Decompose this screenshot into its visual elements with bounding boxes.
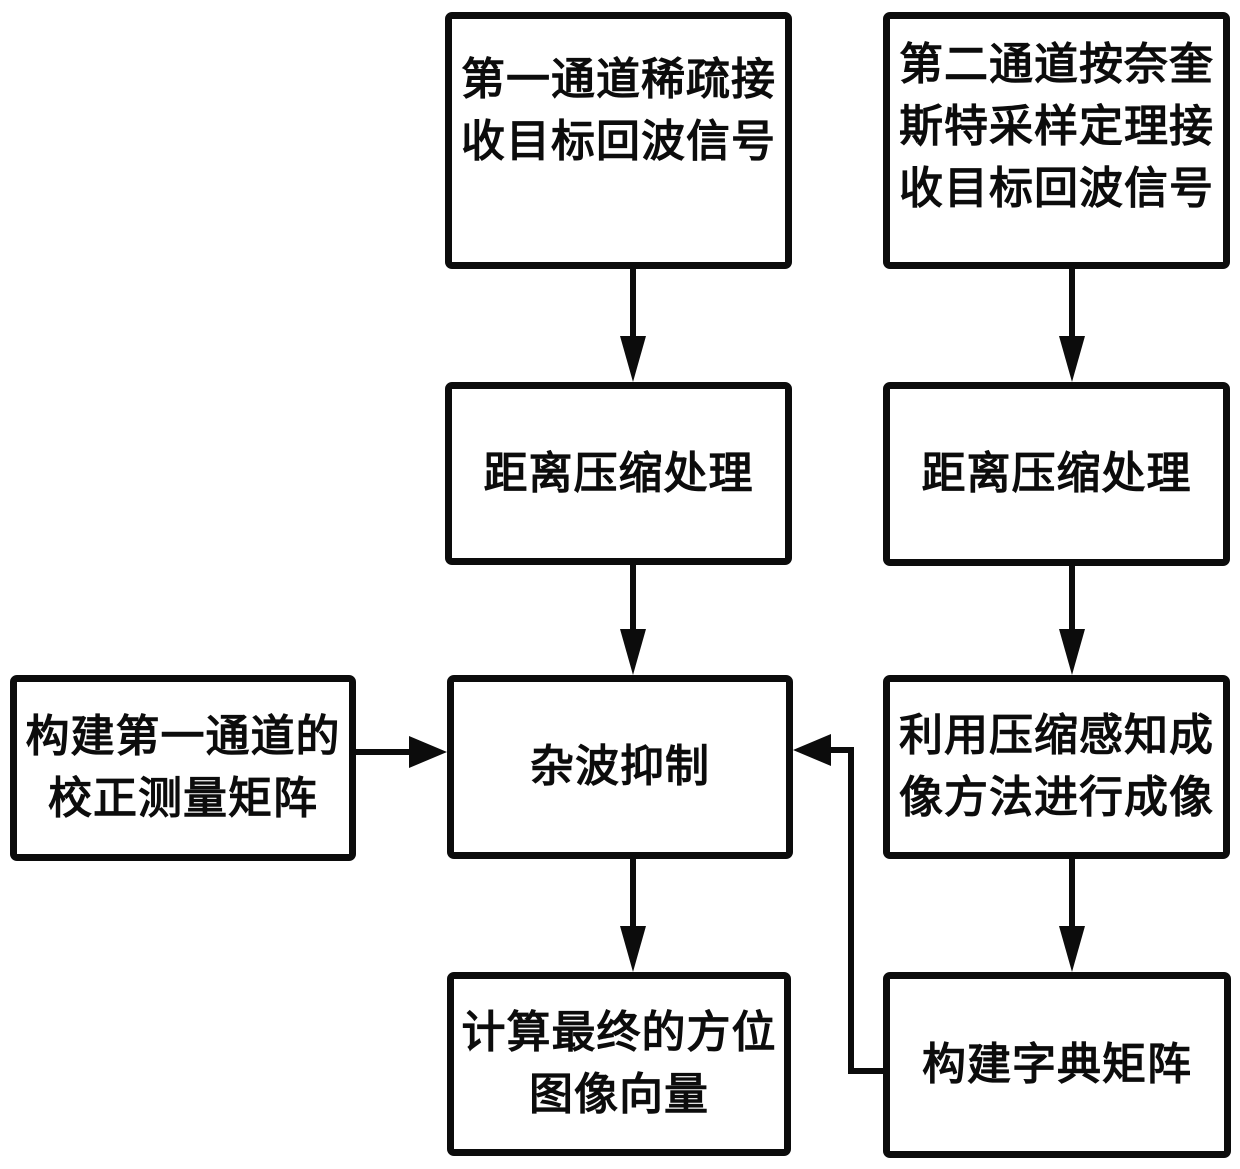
edge-csimg-to-dict-arrowhead-icon xyxy=(1059,926,1085,972)
node-ch1-receive: 第一通道稀疏接 收目标回波信号 xyxy=(445,12,792,269)
node-range-compress-2: 距离压缩处理 xyxy=(883,382,1230,566)
node-clutter-suppress: 杂波抑制 xyxy=(447,675,793,859)
node-final-azimuth: 计算最终的方位 图像向量 xyxy=(447,972,791,1156)
node-range-compress-1: 距离压缩处理 xyxy=(445,382,792,565)
edge-rc1-to-clutter-arrowhead-icon xyxy=(620,629,646,675)
edge-ch2-to-rc2-arrowhead-icon xyxy=(1059,336,1085,382)
edge-dict-to-clutter-bottom-segment xyxy=(848,1068,885,1074)
edge-calib-to-clutter-line xyxy=(352,749,414,755)
edge-dict-to-clutter-top-segment xyxy=(824,747,854,753)
edge-csimg-to-dict-line xyxy=(1069,855,1075,930)
edge-rc2-to-csimg-line xyxy=(1069,562,1075,633)
edge-clutter-to-final-arrowhead-icon xyxy=(620,926,646,972)
edge-dict-to-clutter-vertical-segment xyxy=(848,747,854,1074)
edge-ch1-to-rc1-arrowhead-icon xyxy=(620,336,646,382)
edge-clutter-to-final-line xyxy=(630,855,636,930)
node-calib-matrix: 构建第一通道的 校正测量矩阵 xyxy=(10,675,356,861)
edge-rc1-to-clutter-line xyxy=(630,560,636,633)
edge-ch2-to-rc2-line xyxy=(1069,265,1075,340)
edge-ch1-to-rc1-line xyxy=(630,265,636,340)
edge-dict-to-clutter-arrowhead-icon xyxy=(793,734,831,766)
node-dict-matrix: 构建字典矩阵 xyxy=(883,972,1231,1158)
edge-rc2-to-csimg-arrowhead-icon xyxy=(1059,629,1085,675)
edge-calib-to-clutter-arrowhead-icon xyxy=(409,736,447,768)
node-cs-imaging: 利用压缩感知成 像方法进行成像 xyxy=(883,675,1230,859)
node-ch2-receive: 第二通道按奈奎 斯特采样定理接 收目标回波信号 xyxy=(883,12,1230,269)
